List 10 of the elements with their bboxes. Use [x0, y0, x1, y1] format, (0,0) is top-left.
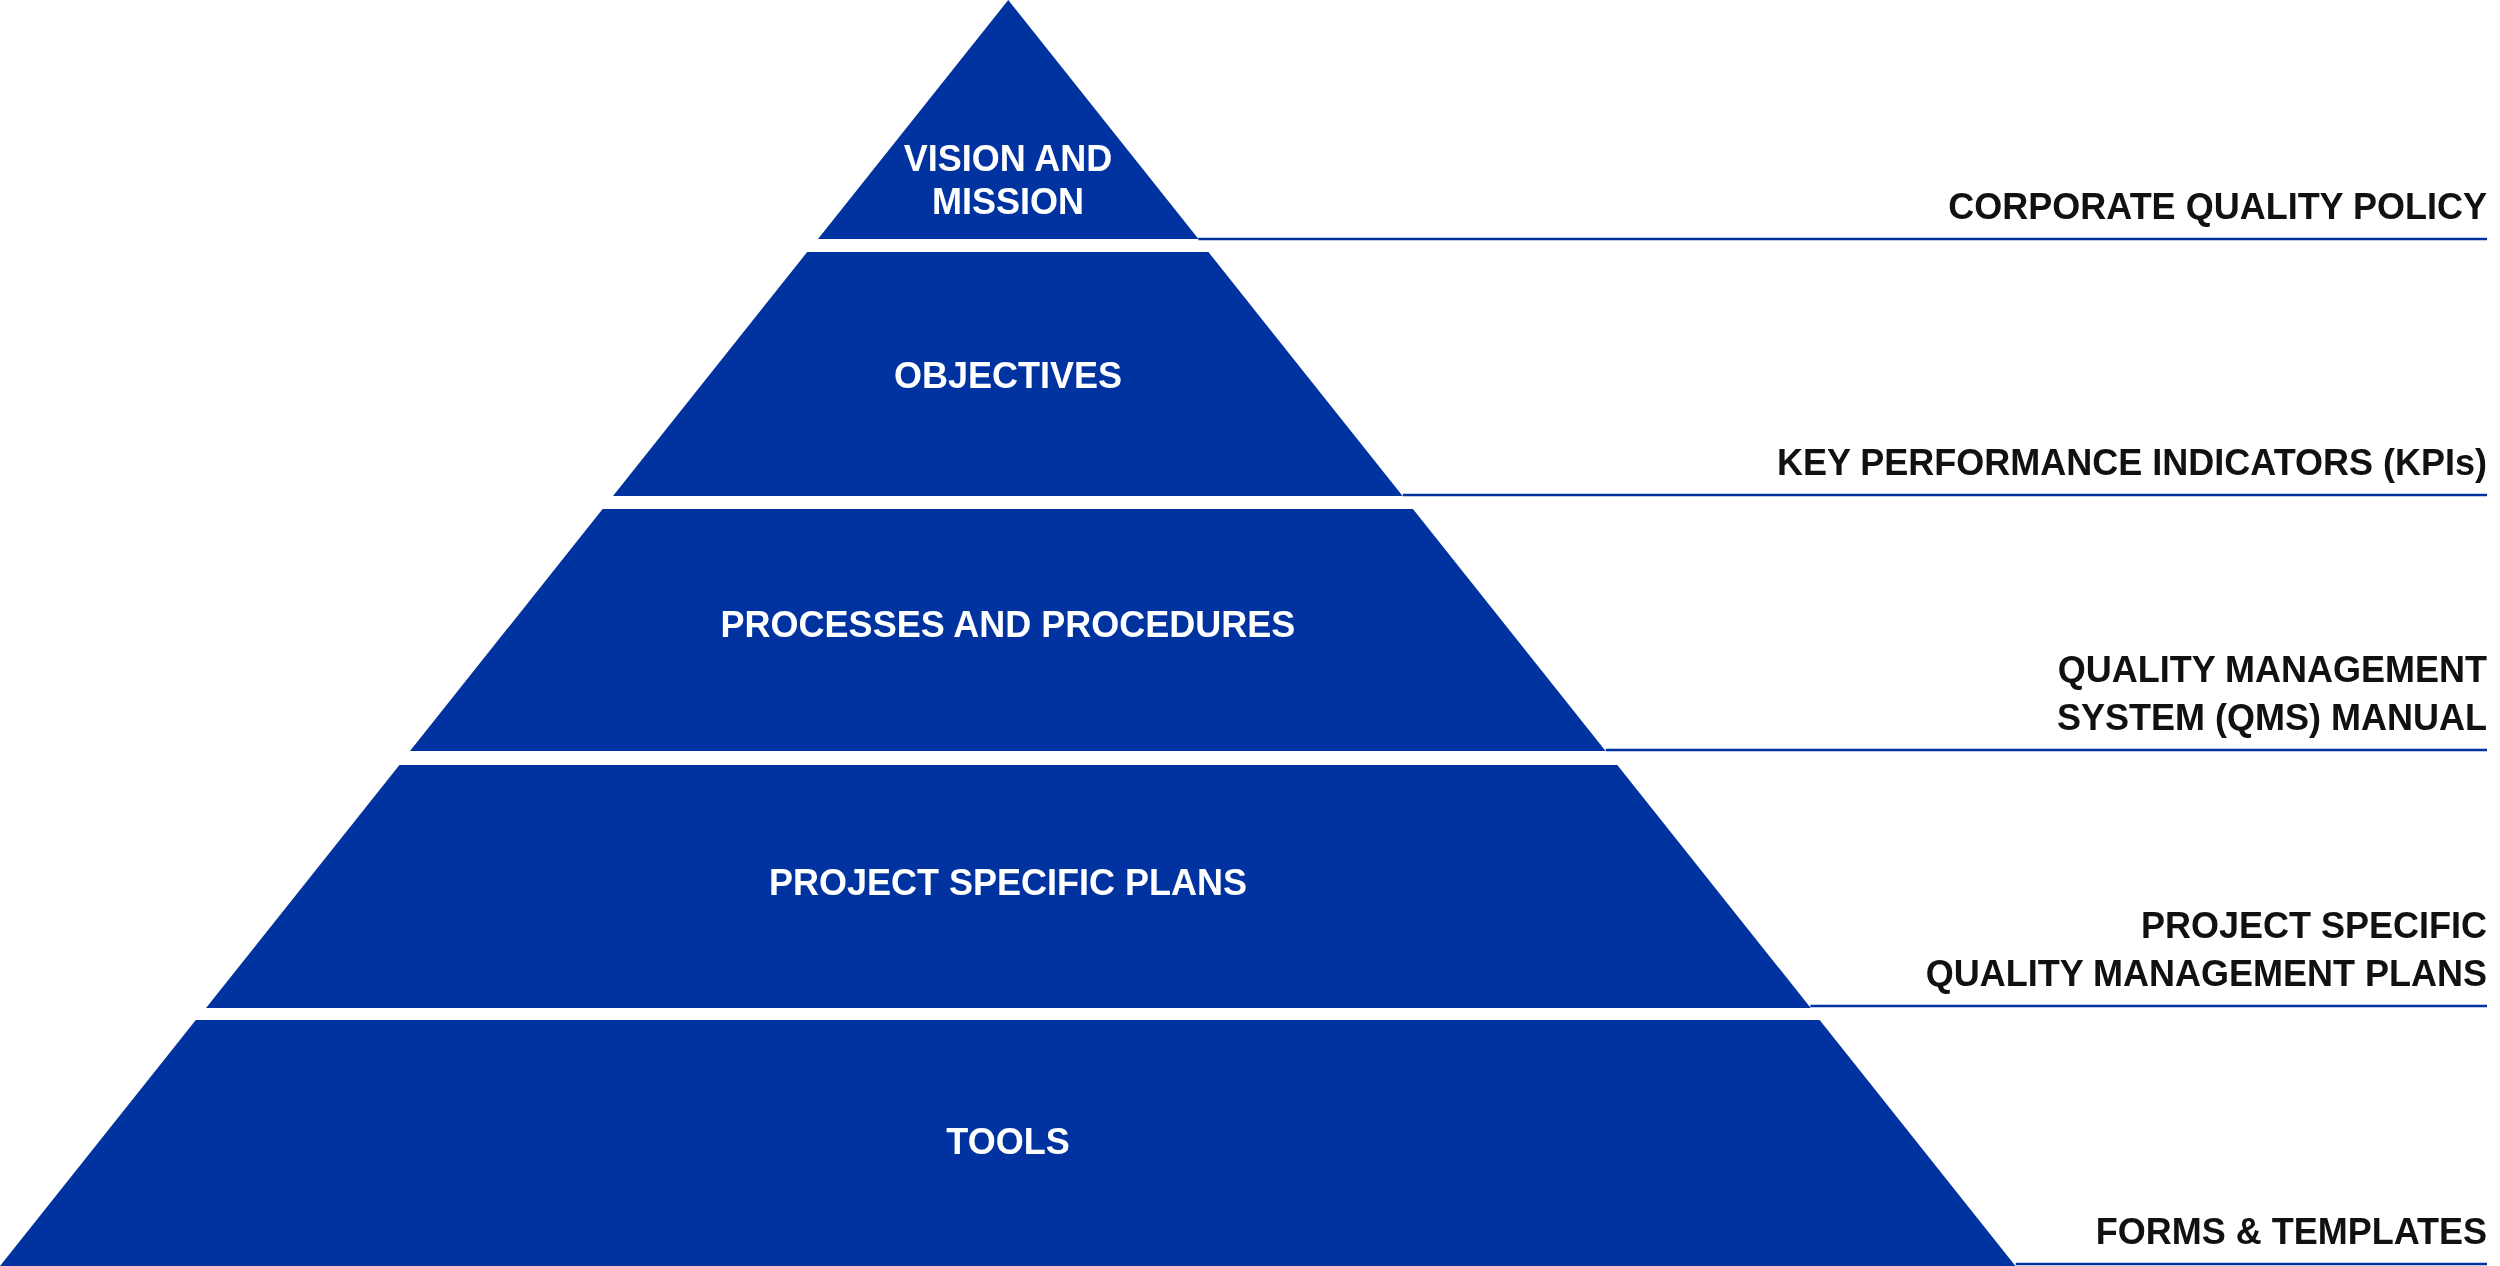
tier-label: OBJECTIVES — [893, 354, 1122, 398]
tier-label: VISION AND MISSION — [902, 136, 1114, 224]
tier-label: TOOLS — [946, 1120, 1070, 1164]
tier-label: PROJECT SPECIFIC PLANS — [768, 861, 1247, 905]
tier-description: QUALITY MANAGEMENT SYSTEM (QMS) MANUAL — [2056, 648, 2487, 740]
tier-description: KEY PERFORMANCE INDICATORS (KPIs) — [1775, 441, 2487, 485]
tier-description: CORPORATE QUALITY POLICY — [1947, 185, 2487, 229]
tier-description: PROJECT SPECIFIC QUALITY MANAGEMENT PLANS — [1924, 904, 2487, 996]
tier-label: PROCESSES AND PROCEDURES — [720, 603, 1296, 647]
tier-description: FORMS & TEMPLATES — [2094, 1210, 2487, 1254]
